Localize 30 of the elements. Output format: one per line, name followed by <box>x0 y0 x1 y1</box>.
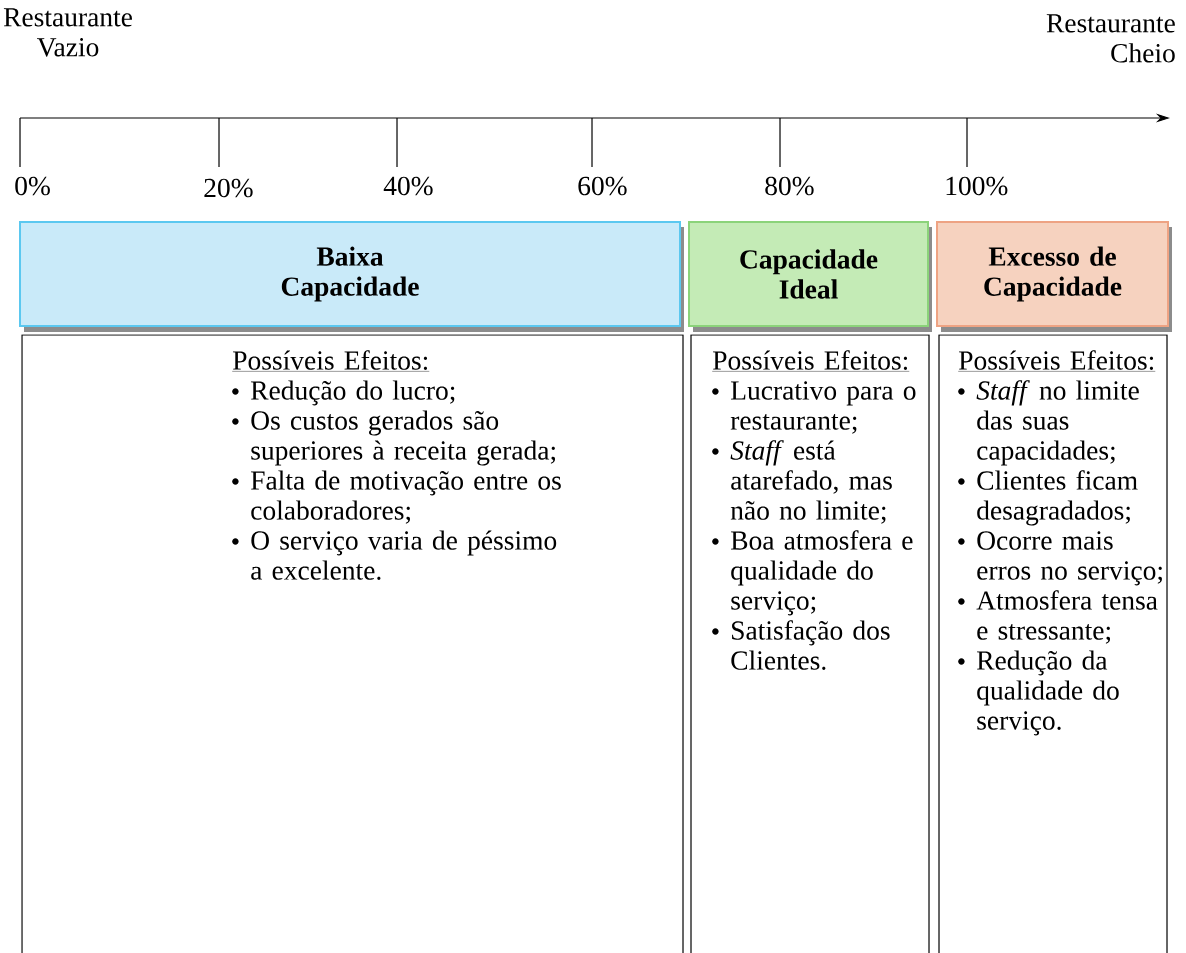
axis-end-label: Restaurante Cheio <box>1046 14 1175 63</box>
node-label: O serviço varia de péssimo a excelente. <box>251 530 557 580</box>
axis-end-label: Restaurante Vazio <box>3 8 132 57</box>
node-label: Possíveis Efeitos: <box>959 350 1154 370</box>
header-band: Excesso de Capacidade <box>936 221 1172 332</box>
effects-panel: Possíveis Efeitos: Redução do lucro; Os custos gerados são superiores à receita gerada; Falta de motivação entre os colaboradores; O serviço varia de péssimo a excelente. <box>21 334 684 953</box>
effects-panel: Possíveis Efeitos: Lucrativo para o restaurante; Staff está atarefado, mas não no limite; Boa atmosfera e qualidade do serviço; Satisfação dos Clientes. <box>690 334 930 953</box>
effects-panel: Possíveis Efeitos: Staff no limite das suas capacidades; Clientes ficam desagradados; Ocorre mais erros no serviço; Atmosfera tensa e stressante; Redução da qualidade do serviço. <box>938 334 1168 953</box>
node-label: Possíveis Efeitos: <box>713 350 908 370</box>
tick-label: 0% <box>15 176 50 196</box>
node-label: Boa atmosfera e qualidade do serviço; <box>731 530 913 616</box>
node-label: Clientes ficam desagradados; <box>977 470 1138 526</box>
tick-label: 20% <box>204 178 253 198</box>
node-label: Ocorre mais erros no serviço; <box>977 531 1162 586</box>
node-label: Satisfação dos Clientes. <box>731 620 890 670</box>
node-label: Os custos gerados são superiores à receita gerada; <box>251 410 556 466</box>
header-band: Baixa Capacidade <box>19 221 684 332</box>
node-label: Atmosfera tensa e stressante; <box>976 590 1158 644</box>
tick-label: 60% <box>578 176 627 196</box>
tick-label: 100% <box>946 176 1008 196</box>
node-label: Falta de motivação entre os colaboradores; <box>251 470 561 524</box>
node-label: Possíveis Efeitos: <box>233 350 428 370</box>
tick-label: 40% <box>383 176 433 196</box>
node-label: Redução do lucro; <box>251 380 455 406</box>
node-label: Redução da qualidade do serviço. <box>977 650 1119 736</box>
header-band: Capacidade Ideal <box>688 221 932 332</box>
node-label: Staff está atarefado, mas não no limite; <box>730 440 892 524</box>
node-label: Lucrativo para o restaurante; <box>730 381 916 434</box>
tick-label: 80% <box>765 176 814 196</box>
node-label: Staff no limite das suas capacidades; <box>976 380 1139 466</box>
